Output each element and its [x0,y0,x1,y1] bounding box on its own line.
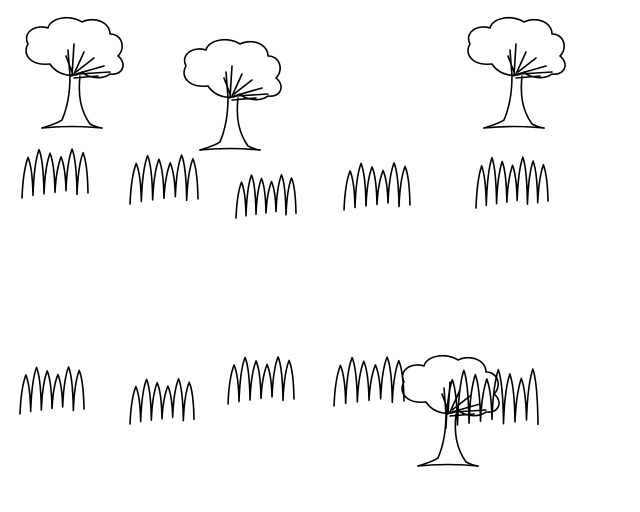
tree-icon [183,38,282,151]
grass-icon [235,173,297,219]
grass-icon [129,378,195,425]
grass-icon [227,356,295,405]
grass-icon [333,356,405,407]
grass-icon [129,154,199,205]
grass-icon [343,162,411,211]
grass-icon [475,156,549,209]
grass-icon [445,368,539,429]
tree-icon [401,354,500,467]
tree-icon [467,16,566,129]
grass-icon [21,148,89,199]
grass-icon [19,366,85,415]
tree-icon [25,16,124,129]
